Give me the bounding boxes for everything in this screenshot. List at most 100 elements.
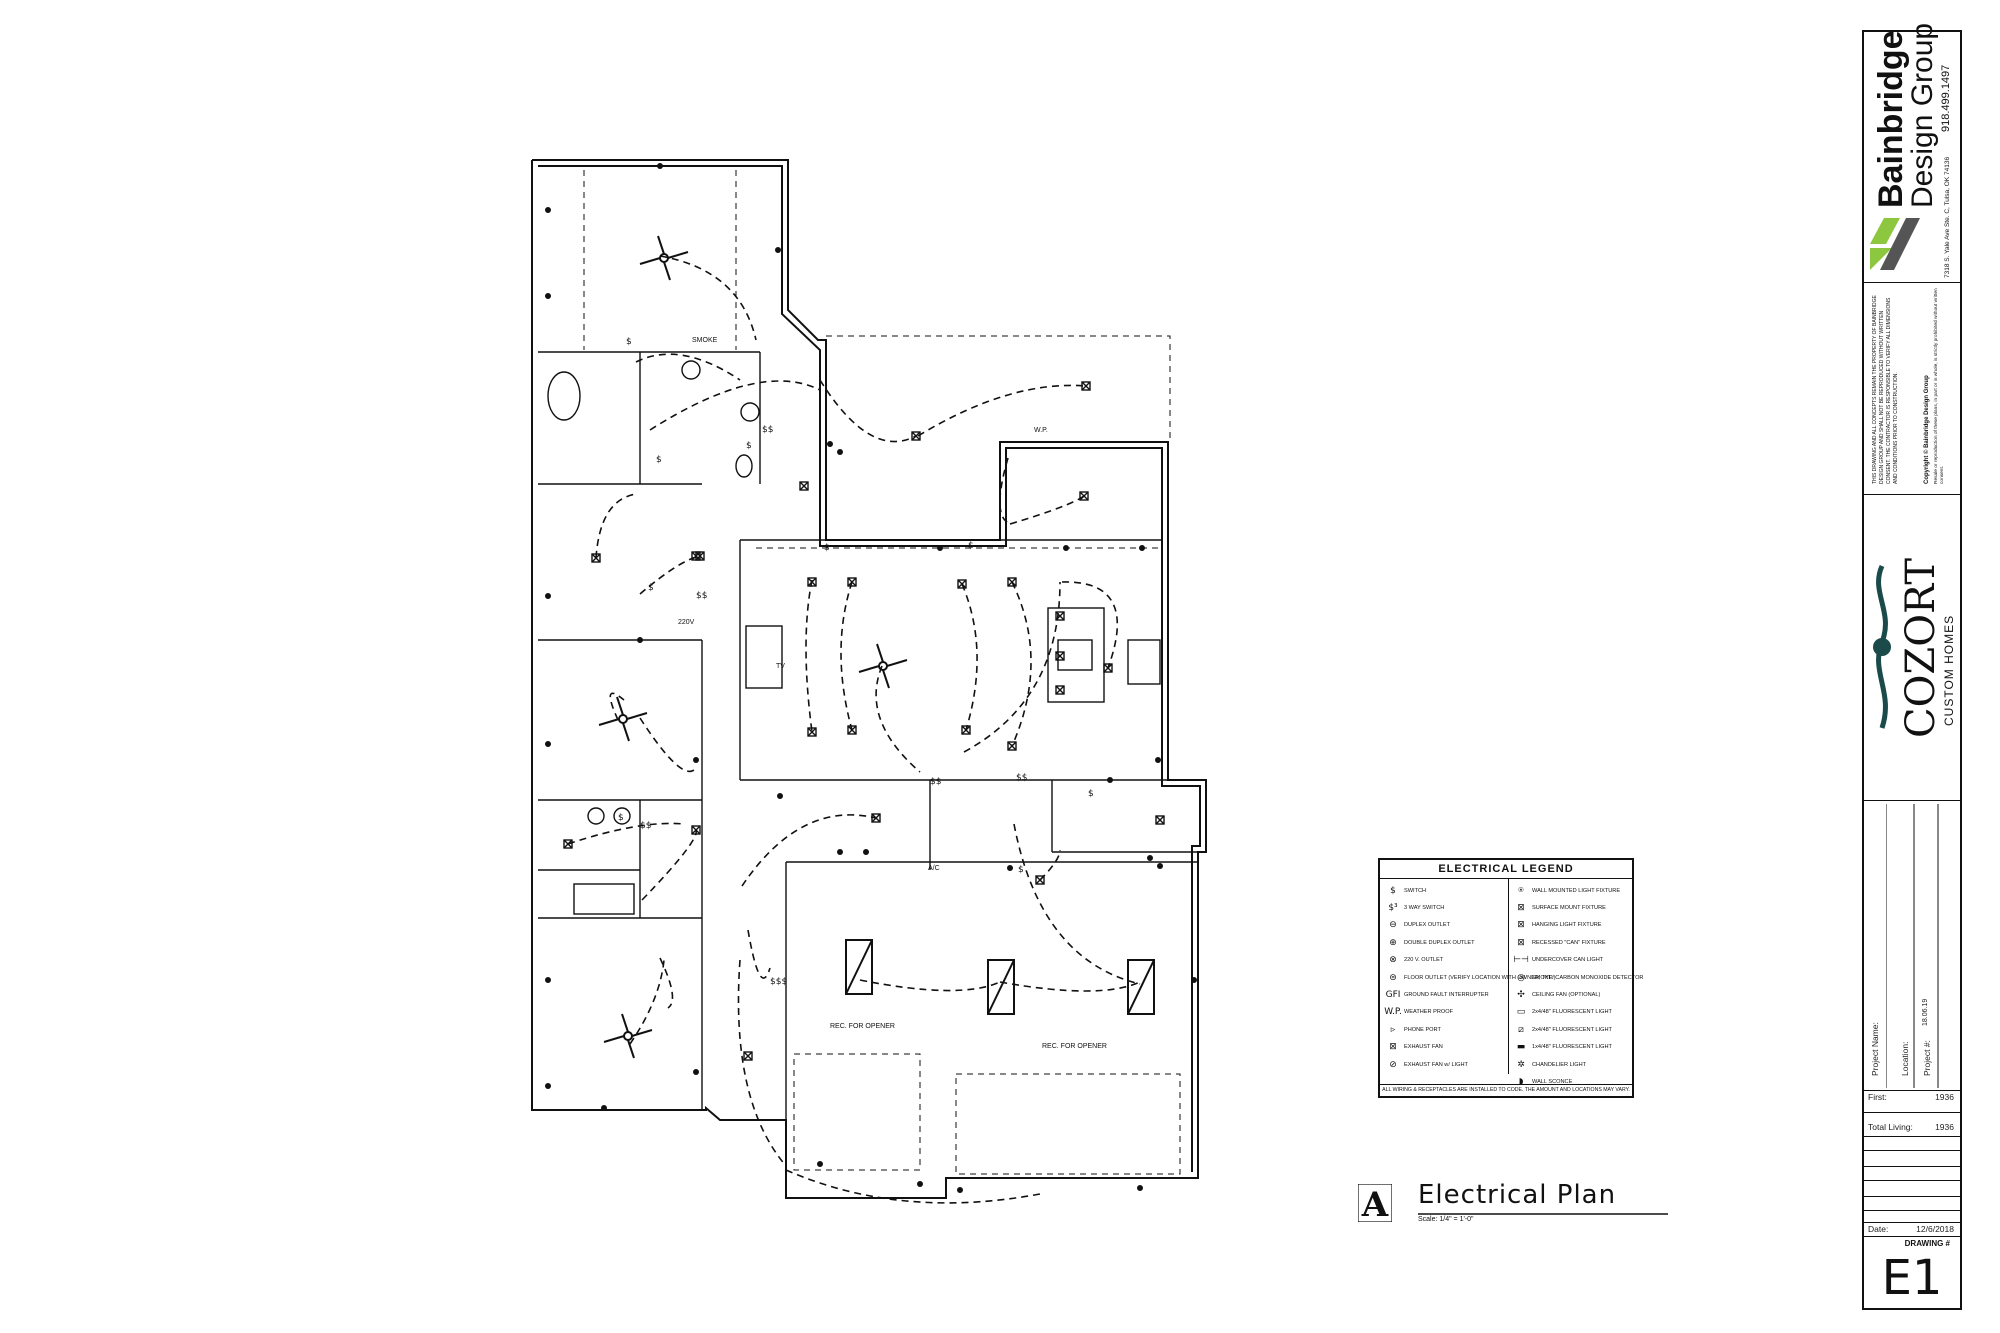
legend-title: ELECTRICAL LEGEND (1380, 860, 1632, 879)
legend-item-label: EXHAUST FAN (1404, 1044, 1443, 1051)
legend-item-label: PHONE PORT (1404, 1026, 1441, 1033)
surface-mount-icon: ⊠ (1517, 903, 1525, 914)
drawing-number: E1 (1881, 1250, 1943, 1306)
ac-label: A/C (928, 865, 940, 872)
svg-text:$: $ (618, 813, 624, 823)
ceiling-fan-icon: ✣ (1517, 990, 1525, 1001)
weather-proof-icon: W.P. (1384, 1007, 1402, 1018)
legend-item: W.P.WEATHER PROOF (1382, 1004, 1508, 1021)
duplex-outlet-icon (545, 163, 1197, 1193)
svg-text:A: A (1361, 1185, 1389, 1222)
undercover-light-icon: ⊢⊣ (1513, 955, 1529, 966)
legend-item-label: WALL MOUNTED LIGHT FIXTURE (1532, 887, 1621, 894)
legend-item-label: SMOKE/ CARBON MONOXIDE DETECTOR (1532, 974, 1644, 981)
legend-item-label: WEATHER PROOF (1404, 1009, 1453, 1016)
220v-outlet-icon: ⊗ (1389, 955, 1397, 966)
legend-item-label: GROUND FAULT INTERRUPTER (1404, 992, 1489, 999)
company-address: 7318 S. Yale Ave Ste. C, Tulsa, OK 74136 (1944, 156, 1951, 278)
legend-item: ⊗ 220 V. OUTLET (1382, 952, 1508, 969)
legend-item-label: SWITCH (1404, 887, 1427, 894)
client-name: COZORT (1898, 557, 1944, 738)
recessed-light-icon (563, 381, 1165, 1061)
copyright-text: Copyright © Bainbridge Design Group (1924, 375, 1930, 484)
gfi-icon: GFI (1385, 990, 1401, 1001)
svg-text:$: $ (626, 337, 632, 347)
svg-text:$: $ (1018, 865, 1024, 875)
title-block: Bainbridge Design Group 918.499.1497 731… (1862, 23, 1962, 1310)
legend-item-label: UNDERCOVER CAN LIGHT (1532, 957, 1604, 964)
exhaust-fan-light-icon: ⊘ (1389, 1059, 1397, 1070)
legend-item-label: FLOOR OUTLET (VERIFY LOCATION WITH OWNER… (1404, 974, 1556, 981)
legend-item: ⊜FLOOR OUTLET (VERIFY LOCATION WITH OWNE… (1382, 969, 1555, 986)
legend-item: ⧄2x4/48" FLUORESCENT LIGHT (1510, 1021, 1636, 1038)
legend-footnote: ALL WIRING & RECEPTACLES ARE INSTALLED T… (1380, 1084, 1632, 1096)
legend-item: ▬ 1x4/48" FLUORESCENT LIGHT (1510, 1039, 1636, 1056)
fluorescent-24-icon: ▭ (1516, 1007, 1526, 1018)
switch-icon: $ (1390, 885, 1396, 896)
electrical-floor-plan: $$$ $$$$$ $$$$$$ $$$ $$$$$ REC. FOR OPEN… (531, 159, 1207, 1204)
total-living-label: Total Living: (1868, 1122, 1913, 1132)
plan-scale: Scale: 1/4" = 1'-0" (1418, 1216, 1474, 1223)
three-way-switch-icon: $³ (1388, 903, 1398, 914)
legend-item-label: DUPLEX OUTLET (1404, 922, 1451, 929)
legend-item: ✲ CHANDELIER LIGHT (1510, 1056, 1636, 1073)
legend-item: $³ 3 WAY SWITCH (1382, 899, 1508, 916)
recessed-light-icon: ⊠ (1517, 937, 1525, 948)
legend-item: ⊕DOUBLE DUPLEX OUTLET (1382, 934, 1508, 951)
legend-item-label: 1x4/48" FLUORESCENT LIGHT (1532, 1044, 1612, 1051)
switch-icon: $$$ $$$$$ $$$$$$ $$$ $$$$$ (618, 337, 1094, 987)
legend-item-label: SURFACE MOUNT FIXTURE (1532, 905, 1606, 912)
svg-text:$: $ (1088, 789, 1094, 799)
bainbridge-logo-icon (1870, 218, 1920, 270)
svg-text:$$: $$ (696, 591, 707, 601)
legend-item: ⊢⊣UNDERCOVER CAN LIGHT (1510, 952, 1636, 969)
legend-item: ⊠HANGING LIGHT FIXTURE (1510, 917, 1636, 934)
legend-item-label: DOUBLE DUPLEX OUTLET (1404, 939, 1475, 946)
legend-item: ⊘ EXHAUST FAN w/ LIGHT (1382, 1056, 1508, 1073)
legend-item: ◗WALL SCONCE (1510, 1073, 1636, 1090)
legend-item: ▭ 2x4/48" FLUORESCENT LIGHT (1510, 1004, 1636, 1021)
legend-item-label: 2x4/48" FLUORESCENT LIGHT (1532, 1026, 1612, 1033)
svg-text:$: $ (656, 455, 662, 465)
drawing-number-label: DRAWING # (1904, 1239, 1950, 1248)
project-name-label: Project Name: (1870, 1022, 1880, 1076)
smoke-detector-icon: ◎ (1517, 972, 1525, 983)
legend-item-label: RECESSED "CAN" FIXTURE (1532, 939, 1606, 946)
chandelier-icon: ✲ (1517, 1059, 1525, 1070)
opener-label-2: REC. FOR OPENER (1042, 1043, 1107, 1050)
legend-item-label: 3 WAY SWITCH (1404, 905, 1445, 912)
svg-text:$$$: $$$ (770, 977, 787, 987)
copyright-subtext: Resale or reproduction of these plans, i… (1934, 288, 1945, 484)
first-floor-value: 1936 (1935, 1092, 1954, 1102)
ceiling-fan-icon (598, 235, 908, 1059)
legend-item-label: EXHAUST FAN w/ LIGHT (1404, 1061, 1468, 1068)
company-phone: 918.499.1497 (1940, 64, 1952, 132)
exterior-wall (531, 159, 1207, 1199)
opener-label-1: REC. FOR OPENER (830, 1023, 895, 1030)
legend-item: ⊠ SURFACE MOUNT FIXTURE (1510, 899, 1636, 916)
cozort-ornament-icon (1873, 564, 1891, 729)
legend-item: ⍟WALL MOUNTED LIGHT FIXTURE (1510, 882, 1636, 899)
svg-text:$: $ (648, 583, 654, 593)
first-floor-label: First: (1868, 1092, 1887, 1102)
legend-item-label: 220 V. OUTLET (1404, 957, 1444, 964)
total-living-value: 1936 (1935, 1122, 1954, 1132)
legend-item: ◎ SMOKE/ CARBON MONOXIDE DETECTOR (1510, 969, 1643, 986)
exhaust-fan-icon: ⊠ (1389, 1042, 1397, 1053)
legend-item-label: 2x4/48" FLUORESCENT LIGHT (1532, 1009, 1612, 1016)
svg-text:$$: $$ (1016, 773, 1027, 783)
date-label: Date: (1868, 1224, 1889, 1234)
legend-item-label: CHANDELIER LIGHT (1532, 1061, 1587, 1068)
fluorescent-strip-icon: ▬ (1516, 1042, 1526, 1053)
tv-label: TV (776, 663, 785, 670)
wall-sconce-icon: ◗ (1518, 1076, 1524, 1087)
plan-badge-icon: A (1358, 1184, 1392, 1222)
phone-port-icon: ▹ (1390, 1024, 1396, 1035)
legend-item: ⊠ EXHAUST FAN (1382, 1039, 1508, 1056)
client-subtitle: CUSTOM HOMES (1942, 614, 1956, 726)
plan-title: Electrical Plan (1418, 1180, 1617, 1210)
legend-item-label: HANGING LIGHT FIXTURE (1532, 922, 1602, 929)
